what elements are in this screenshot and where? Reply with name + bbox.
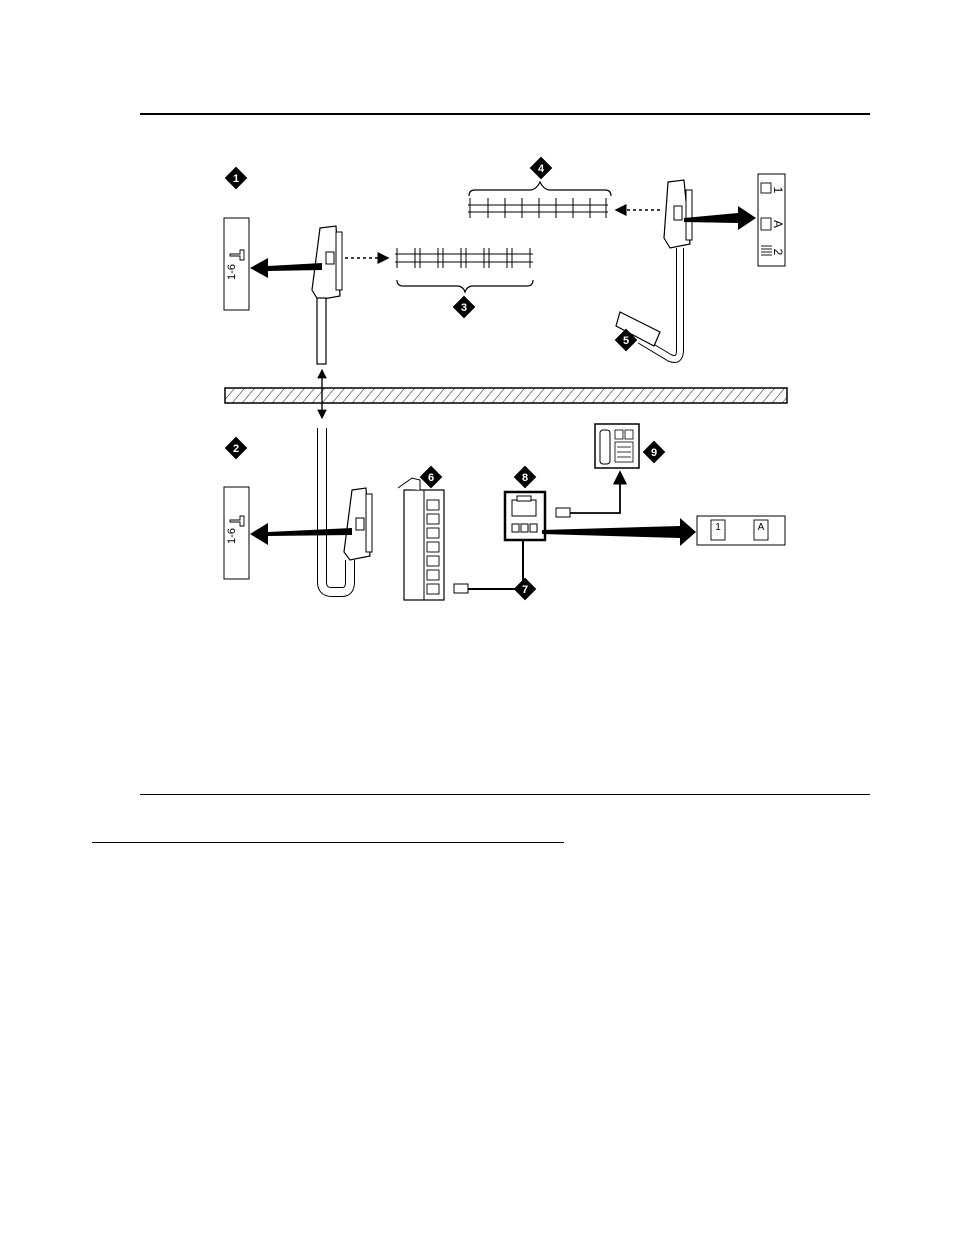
lower-left-arrow [250, 523, 352, 545]
svg-text:9: 9 [651, 447, 657, 459]
svg-text:8: 8 [522, 472, 528, 484]
lower-left-connector [344, 488, 372, 560]
svg-text:5: 5 [623, 335, 629, 347]
callout-3: 3 [453, 296, 476, 319]
upper-right-port-panel: 1 A 2 [758, 174, 785, 266]
lower-right-panel-label-a: A [758, 522, 765, 533]
adapter-8 [505, 492, 545, 540]
upper-right-panel-label-2: 2 [771, 249, 785, 256]
svg-text:3: 3 [461, 302, 467, 314]
lower-right-arrow [542, 518, 696, 546]
lower-left-panel-label: 1-6 [226, 528, 238, 544]
upper-left-panel-label: 1-6 [226, 264, 238, 280]
callout-9: 9 [643, 441, 666, 464]
lower-right-panel-label-1: 1 [715, 522, 721, 533]
upper-left-port-panel: 1-6 [224, 218, 249, 310]
upper-right-arrow [684, 206, 756, 230]
callout-1: 1 [225, 167, 248, 190]
punchdown-strip-3 [395, 248, 533, 292]
callout-4: 4 [530, 157, 553, 180]
port-1-icon [761, 183, 771, 193]
callout-8: 8 [514, 466, 537, 489]
telephone-9-icon [595, 424, 639, 468]
svg-text:2: 2 [233, 443, 239, 455]
lower-right-port-panel: 1 A [697, 516, 785, 545]
svg-text:4: 4 [538, 163, 545, 175]
upper-right-panel-label-a: A [771, 220, 785, 228]
floor-separator [225, 388, 787, 403]
phone-cord [556, 472, 620, 517]
svg-text:1: 1 [233, 173, 239, 185]
callout-7: 7 [514, 578, 537, 601]
cable-7 [454, 541, 523, 593]
svg-text:7: 7 [522, 584, 528, 596]
upper-left-connector [312, 226, 342, 364]
callout-2: 2 [225, 437, 248, 460]
upper-left-arrow [250, 258, 322, 278]
callout-6: 6 [420, 466, 443, 489]
punchdown-strip-4 [468, 182, 611, 218]
port-a-icon [761, 218, 771, 230]
svg-text:6: 6 [428, 472, 434, 484]
upper-right-panel-label-1: 1 [771, 187, 785, 194]
connecting-block-6 [398, 478, 444, 600]
lower-cable-loop [322, 428, 350, 592]
lower-left-port-panel: 1-6 [224, 487, 249, 579]
